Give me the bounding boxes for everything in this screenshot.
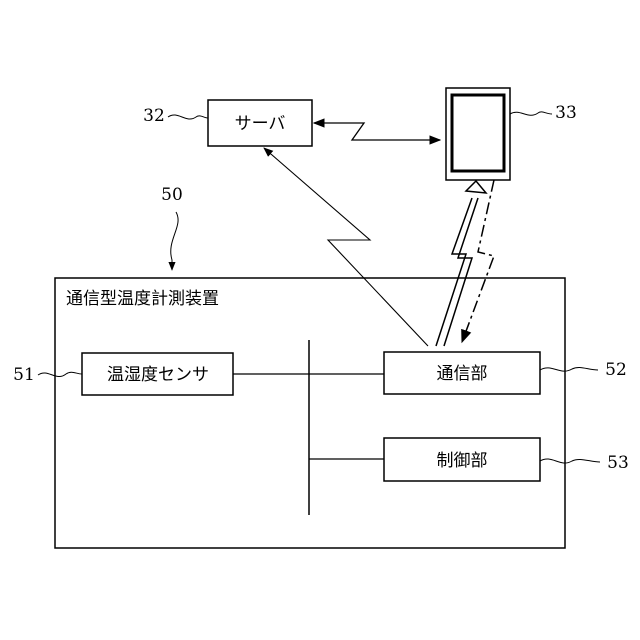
terminal-ref-leader xyxy=(510,112,552,115)
server-node: サーバ xyxy=(208,100,312,146)
sensor-label: 温湿度センサ xyxy=(107,365,209,385)
comm-unit-ref-number: 52 xyxy=(605,360,627,380)
terminal-node xyxy=(446,88,510,180)
terminal-to-comm-link xyxy=(462,180,494,342)
terminal-ref-number: 33 xyxy=(555,103,577,123)
comm-to-terminal-link xyxy=(436,181,486,346)
terminal-outer-frame xyxy=(446,88,510,180)
control-unit-label: 制御部 xyxy=(437,451,488,471)
device-ref-number: 50 xyxy=(161,185,183,205)
comm-unit-node: 通信部 xyxy=(384,352,540,394)
comm-unit-label: 通信部 xyxy=(437,364,488,384)
device-server-wireless-link xyxy=(264,148,428,346)
server-terminal-wireless-link xyxy=(314,123,440,140)
control-unit-ref-number: 53 xyxy=(607,453,629,473)
control-unit-node: 制御部 xyxy=(384,438,540,481)
device-ref-leader xyxy=(171,212,178,270)
control-unit-ref-leader xyxy=(540,459,600,463)
terminal-screen xyxy=(452,95,504,171)
comm-unit-ref-leader xyxy=(540,367,598,371)
device-label: 通信型温度計測装置 xyxy=(66,289,219,309)
device-node: 通信型温度計測装置 xyxy=(55,278,565,548)
server-ref-leader xyxy=(168,115,208,119)
device-box xyxy=(55,278,565,548)
sensor-ref-number: 51 xyxy=(13,365,35,385)
sensor-ref-leader xyxy=(38,372,82,376)
sensor-node: 温湿度センサ xyxy=(82,353,233,395)
server-label: サーバ xyxy=(235,114,286,134)
server-ref-number: 32 xyxy=(143,106,165,126)
